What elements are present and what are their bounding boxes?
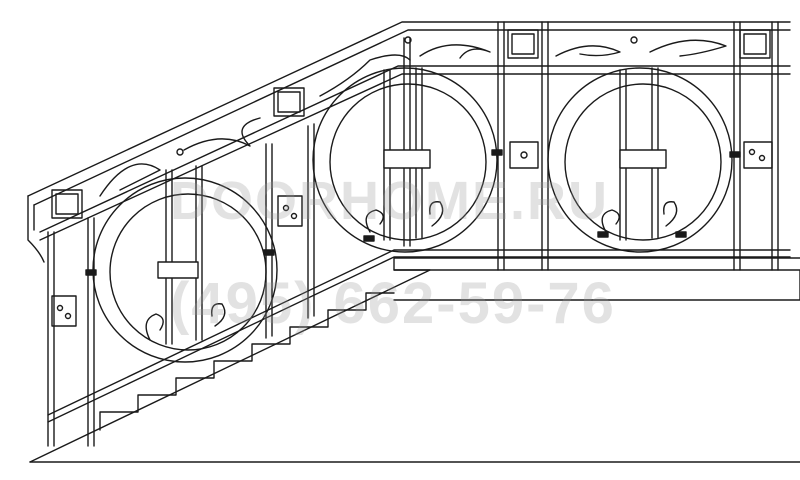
staircase xyxy=(29,257,800,463)
watermark-phone: (495) 662-59-76 xyxy=(170,271,616,336)
square-medallions xyxy=(51,29,773,327)
circle-panel-2 xyxy=(312,67,498,253)
watermark-site: DOORHOME.RU xyxy=(170,171,609,231)
circle-panel-3 xyxy=(547,67,733,253)
collars xyxy=(85,149,741,276)
leaf-scrolls xyxy=(99,39,727,197)
posts xyxy=(47,21,779,447)
handrail xyxy=(27,21,791,263)
